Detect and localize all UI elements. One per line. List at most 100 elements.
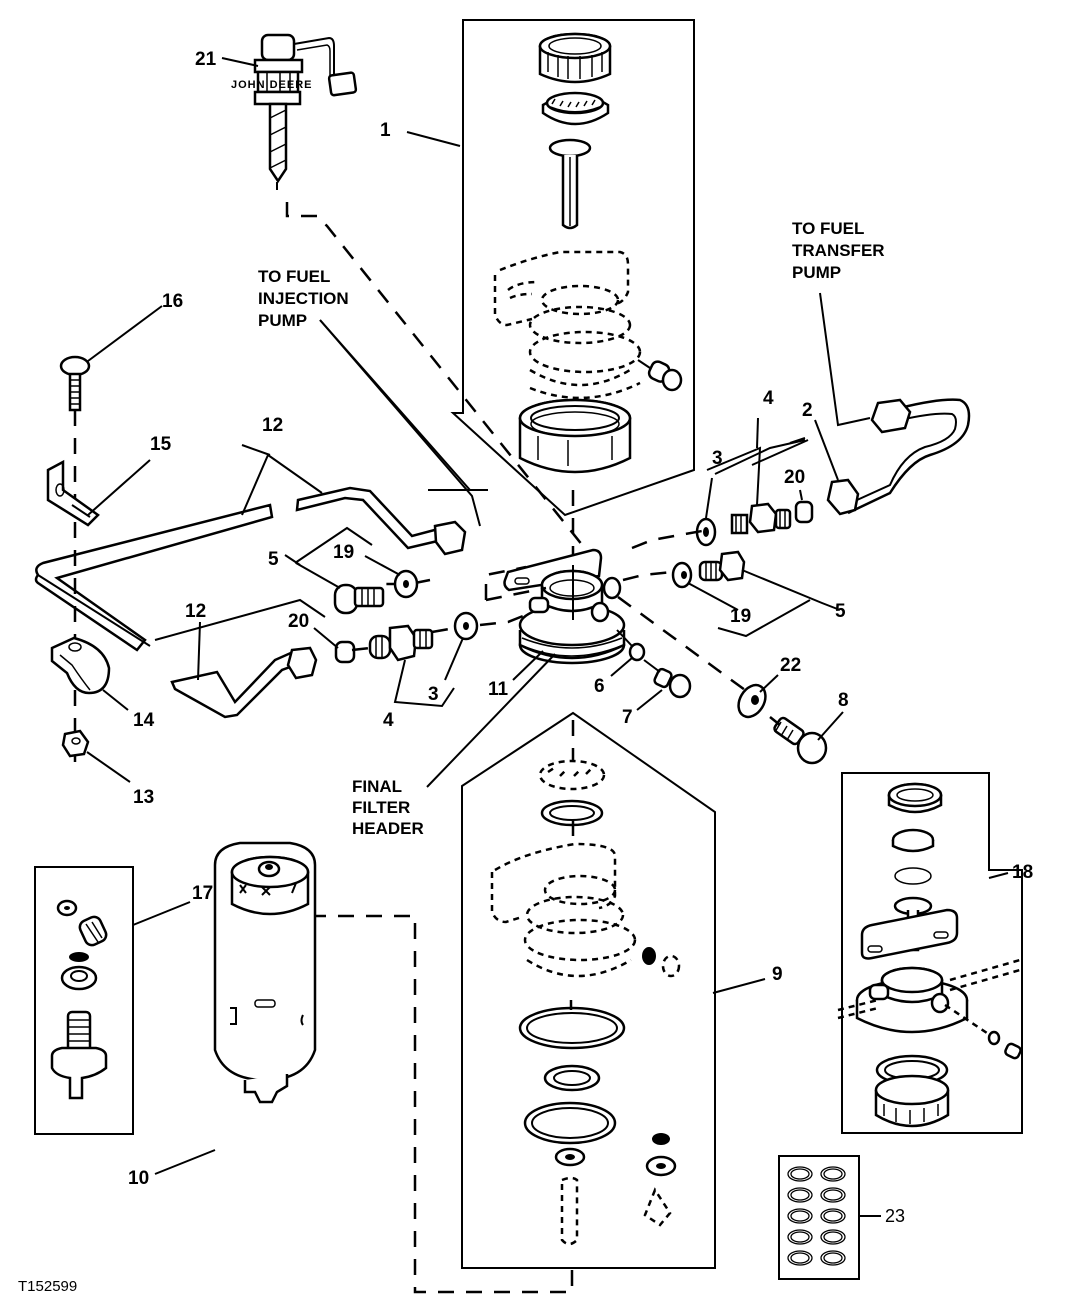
- leader-13: [86, 751, 131, 783]
- o-ring: [787, 1208, 813, 1224]
- o-ring: [820, 1229, 846, 1245]
- o-ring: [820, 1187, 846, 1203]
- leader-transfer-pump: [819, 292, 871, 427]
- leader-15: [87, 459, 151, 516]
- part-10-filter-element: JOHN DEERE: [213, 79, 317, 1104]
- o-ring: [823, 1252, 843, 1264]
- part-12-upper-line: [295, 486, 467, 556]
- leader-21: [221, 57, 259, 67]
- part-3-left-washer: [453, 611, 479, 641]
- part-9-group-box: [461, 711, 716, 1269]
- part-1-bleed-screw: [637, 359, 683, 392]
- o-ring: [790, 1210, 810, 1222]
- part-20-right: [794, 500, 814, 524]
- callout-6: 6: [594, 676, 605, 697]
- note-final-filter-header: FINAL FILTER HEADER: [352, 777, 424, 838]
- callout-23: 23: [885, 1206, 905, 1226]
- o-ring: [823, 1210, 843, 1222]
- part-4-left-fitting: [368, 624, 434, 662]
- callout-17: 17: [192, 883, 213, 904]
- callout-21: 21: [195, 49, 217, 70]
- part-11-filter-header: [503, 548, 626, 665]
- figure-reference-id: T152599: [18, 1278, 77, 1295]
- callout-3-left: 3: [428, 684, 439, 705]
- o-ring: [790, 1189, 810, 1201]
- o-ring: [787, 1166, 813, 1182]
- part-21-water-sensor: [253, 33, 358, 190]
- callout-15: 15: [150, 434, 172, 455]
- leader-16: [87, 305, 163, 362]
- part-12-lower-line: [170, 646, 318, 719]
- o-ring: [820, 1166, 846, 1182]
- part-17-drain-kit: [50, 899, 108, 1100]
- leader-final-filter-header: [426, 653, 556, 788]
- part-1-cap: [541, 91, 610, 126]
- o-ring: [820, 1250, 846, 1266]
- o-ring: [823, 1231, 843, 1243]
- leader-1: [406, 131, 461, 147]
- part-1-group-box: [450, 19, 695, 517]
- svg-text:TO FUEL: TO FUEL: [792, 219, 864, 238]
- svg-text:PUMP: PUMP: [792, 263, 841, 282]
- part-6-o-ring: [628, 642, 646, 662]
- part-7-plug: [653, 667, 692, 699]
- part-12-long-line: [34, 503, 274, 652]
- svg-text:TO FUEL: TO FUEL: [258, 267, 330, 286]
- part-1-stem: [548, 138, 592, 230]
- leader-10: [154, 1149, 216, 1175]
- leader-9: [712, 978, 766, 994]
- part-9-internal-parts: [490, 759, 681, 1246]
- callout-13: 13: [133, 787, 154, 808]
- part-15-bracket: [46, 459, 100, 527]
- o-ring: [790, 1252, 810, 1264]
- callout-20-right: 20: [784, 467, 805, 488]
- callout-4-left: 4: [383, 710, 394, 731]
- callout-12-top: 12: [262, 415, 283, 436]
- callout-12-bottom: 12: [185, 601, 206, 622]
- part-14-clamp: [50, 636, 111, 695]
- note-to-fuel-injection-pump: TO FUEL INJECTION PUMP: [258, 267, 349, 330]
- callout-16: 16: [162, 291, 183, 312]
- dashed-assembly-line-21: [285, 202, 584, 547]
- svg-text:INJECTION: INJECTION: [258, 289, 349, 308]
- part-19-right-washer: [671, 561, 693, 589]
- callout-14: 14: [133, 710, 155, 731]
- part-22-washer: [737, 683, 767, 719]
- leader-2: [814, 419, 839, 481]
- o-ring: [820, 1208, 846, 1224]
- part-16-bolt: [59, 355, 91, 412]
- callout-8: 8: [838, 690, 849, 711]
- svg-text:PUMP: PUMP: [258, 311, 307, 330]
- callout-5-right: 5: [835, 601, 846, 622]
- callout-1: 1: [380, 120, 391, 141]
- callout-19-left: 19: [333, 542, 354, 563]
- part-1-header-ghost: [493, 250, 642, 400]
- part-8-bolt: [773, 716, 828, 765]
- part-2-fuel-line: [826, 398, 971, 516]
- part-23-o-ring-kit: [787, 1166, 846, 1266]
- part-20-left: [334, 640, 356, 664]
- part-19-left-washer: [393, 569, 419, 599]
- callout-3-right: 3: [712, 448, 723, 469]
- svg-text:FINAL: FINAL: [352, 777, 402, 796]
- part-18-group-box: [841, 772, 1023, 1134]
- callout-20-left: 20: [288, 611, 309, 632]
- callout-18: 18: [1012, 862, 1033, 883]
- svg-text:FILTER: FILTER: [352, 798, 410, 817]
- callout-4-right: 4: [763, 388, 774, 409]
- part-4-right-fitting: [730, 502, 792, 535]
- o-ring: [790, 1231, 810, 1243]
- o-ring: [823, 1189, 843, 1201]
- svg-text:HEADER: HEADER: [352, 819, 424, 838]
- o-ring: [787, 1187, 813, 1203]
- o-ring: [790, 1168, 810, 1180]
- part-5-right-plug: [698, 550, 746, 582]
- leader-18: [988, 872, 1009, 879]
- leader-injection-pump: [319, 319, 488, 491]
- part-1-retaining-ring: [518, 398, 632, 474]
- callout-19-right: 19: [730, 606, 751, 627]
- leader-11: [512, 650, 544, 681]
- callout-2: 2: [802, 400, 813, 421]
- o-ring: [787, 1229, 813, 1245]
